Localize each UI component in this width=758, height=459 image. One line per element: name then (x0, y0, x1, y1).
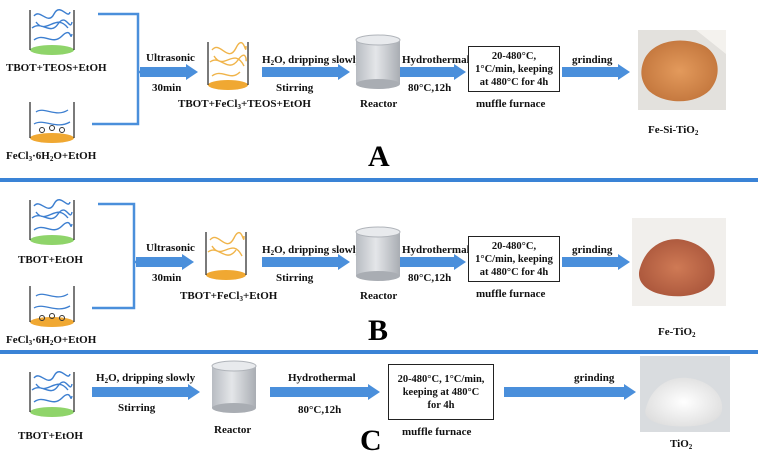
arrow-icon (270, 384, 380, 400)
furnace-label: muffle furnace (402, 426, 472, 438)
product-label: Fe-TiO2 (658, 326, 696, 339)
reactor-icon (211, 360, 257, 413)
ultrasonic-time: 30min (152, 272, 182, 284)
panel-letter: B (368, 314, 389, 347)
beaker-icon (29, 102, 75, 143)
powder-photo (638, 30, 726, 110)
separator-line (0, 350, 758, 354)
reactor-label: Reactor (360, 98, 398, 110)
arrow-icon (400, 64, 466, 80)
beaker-icon (205, 231, 247, 280)
arrow-icon (562, 254, 630, 270)
stirring-label: Stirring (276, 82, 314, 94)
arrow-icon (262, 64, 350, 80)
reactor-label: Reactor (214, 424, 252, 436)
ultrasonic-time: 30min (152, 82, 182, 94)
arrow-icon (140, 64, 198, 80)
powder-photo (640, 356, 730, 432)
precursor-label: TBOT+TEOS+EtOH (6, 62, 107, 74)
powder-photo (632, 218, 726, 306)
separator-line (0, 178, 758, 182)
arrow-icon (136, 254, 194, 270)
ultrasonic-label: Ultrasonic (146, 242, 195, 254)
reactor-icon (355, 226, 401, 281)
ultrasonic-label: Ultrasonic (146, 52, 195, 64)
panel-letter: A (368, 140, 390, 173)
hydrothermal-conditions: 80°C,12h (298, 404, 342, 416)
reactor-label: Reactor (360, 290, 398, 302)
connector-line (92, 12, 140, 126)
hydrothermal-conditions: 80°C,12h (408, 82, 452, 94)
precursor-label: FeCl3·6H2O+EtOH (6, 334, 97, 347)
mixture-label: TBOT+FeCl3+EtOH (180, 290, 278, 303)
hydrothermal-label: Hydrothermal (402, 54, 470, 66)
arrow-icon (92, 384, 200, 400)
precursor-label: TBOT+EtOH (18, 430, 83, 442)
water-label: H2O, dripping slowly (262, 54, 362, 67)
furnace-label: muffle furnace (476, 98, 546, 110)
beaker-icon (29, 9, 75, 55)
arrow-icon (400, 254, 466, 270)
grinding-label: grinding (572, 244, 613, 256)
water-label: H2O, dripping slowly (262, 244, 362, 257)
beaker-icon (29, 371, 75, 417)
water-label: H2O, dripping slowly (96, 372, 196, 385)
hydrothermal-conditions: 80°C,12h (408, 272, 452, 284)
stirring-label: Stirring (118, 402, 156, 414)
connector-line (92, 202, 138, 310)
arrow-icon (504, 384, 636, 400)
grinding-label: grinding (572, 54, 613, 66)
beaker-icon (29, 199, 75, 245)
grinding-label: grinding (574, 372, 615, 384)
arrow-icon (562, 64, 630, 80)
reactor-icon (355, 34, 401, 89)
panel-letter: C (360, 424, 382, 457)
product-label: Fe-Si-TiO2 (648, 124, 699, 137)
stirring-label: Stirring (276, 272, 314, 284)
furnace-label: muffle furnace (476, 288, 546, 300)
arrow-icon (262, 254, 350, 270)
precursor-label: TBOT+EtOH (18, 254, 83, 266)
product-label: TiO2 (670, 438, 693, 451)
beaker-icon (207, 41, 249, 90)
mixture-label: TBOT+FeCl3+TEOS+EtOH (178, 98, 311, 111)
precursor-label: FeCl3·6H2O+EtOH (6, 150, 97, 163)
hydrothermal-label: Hydrothermal (402, 244, 470, 256)
beaker-icon (29, 286, 75, 327)
hydrothermal-label: Hydrothermal (288, 372, 356, 384)
